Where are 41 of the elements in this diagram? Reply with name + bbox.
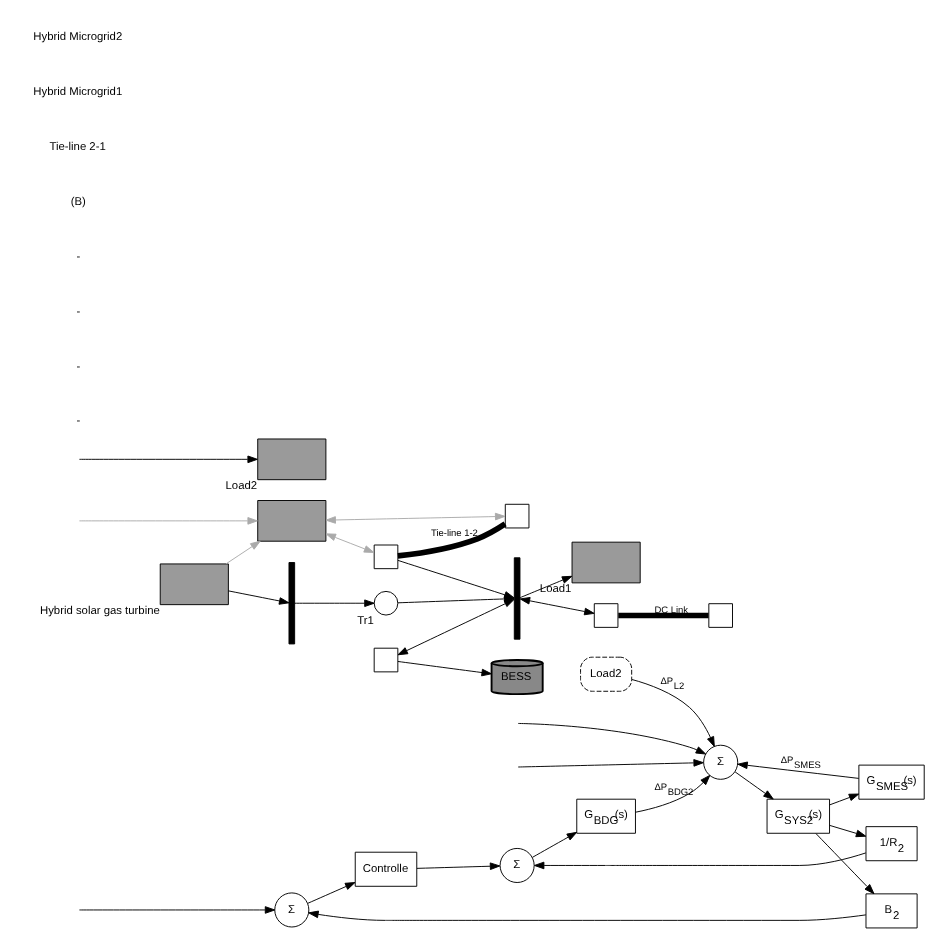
node-bar [287, 562, 295, 645]
arrow [324, 533, 374, 553]
arrow [77, 906, 275, 914]
node-circle [372, 590, 398, 616]
arrow [518, 597, 594, 616]
arrow [630, 678, 714, 747]
arrow [306, 882, 355, 904]
node-box [592, 603, 618, 628]
node-box [372, 647, 398, 673]
arrow [396, 599, 514, 656]
arrow [736, 761, 859, 779]
node-box [372, 544, 398, 570]
arrow [307, 910, 866, 921]
node-box [503, 503, 529, 529]
connector [396, 521, 506, 559]
node-box [256, 438, 326, 481]
arrow [733, 771, 773, 800]
arrow [634, 774, 710, 813]
arrow [814, 833, 874, 895]
node-box [256, 500, 326, 542]
node-bar [512, 557, 520, 640]
arrow [396, 661, 491, 677]
arrow [226, 590, 289, 605]
arrow [415, 862, 500, 870]
arrow [324, 512, 505, 524]
arrow [77, 455, 257, 464]
node-box [158, 563, 228, 606]
arrow [518, 575, 572, 599]
arrow [828, 824, 866, 838]
arrow [77, 517, 257, 525]
arrow [516, 759, 703, 768]
connector [617, 612, 708, 619]
arrow [293, 599, 374, 607]
node-box [570, 541, 640, 584]
arrow [396, 559, 514, 599]
arrow [531, 831, 577, 858]
arrow [828, 793, 859, 806]
arrow [516, 723, 706, 755]
arrow [224, 540, 260, 565]
arrow [532, 852, 866, 870]
node-box [707, 603, 732, 628]
